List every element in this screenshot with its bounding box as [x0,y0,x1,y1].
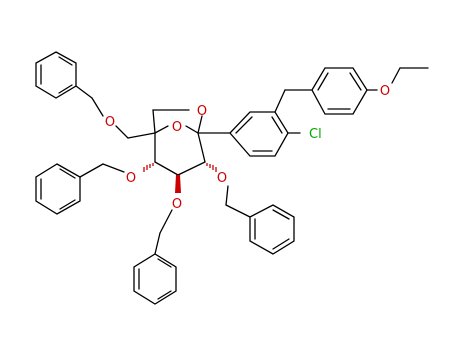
atom-oxygen-benzyloxymethyl: O [105,115,115,130]
benzyl-linker-bottom [154,209,173,255]
stereo-bond-c2 [206,163,217,172]
benzene-ring-top-left [35,51,77,99]
atom-oxygen-c2: O [217,171,227,186]
atom-oxygen-bridge: O [197,104,207,119]
bicyclic-core [152,109,231,176]
benzene-ring-left [35,163,81,215]
ethoxyphenyl-ring [311,67,368,115]
atom-chlorine: Cl [309,127,322,142]
atom-oxygen-c3: O [172,197,182,212]
stereo-bond-c3 [175,175,181,193]
ethoxy-chain [366,67,429,91]
stereo-bond-c4 [143,163,154,172]
benzene-ring-bottom [133,253,177,305]
atom-oxygen-c4: O [126,171,136,186]
chlorophenyl-ring [229,89,301,157]
benzyl-linker-right-bottom [225,185,251,218]
benzene-ring-right-bottom [249,204,295,255]
atom-oxygen-ethoxy: O [380,84,390,99]
benzyl-linker-left [79,163,125,178]
atom-oxygen-ring: O [172,120,182,135]
benzyl-linker-top-left [75,85,156,139]
